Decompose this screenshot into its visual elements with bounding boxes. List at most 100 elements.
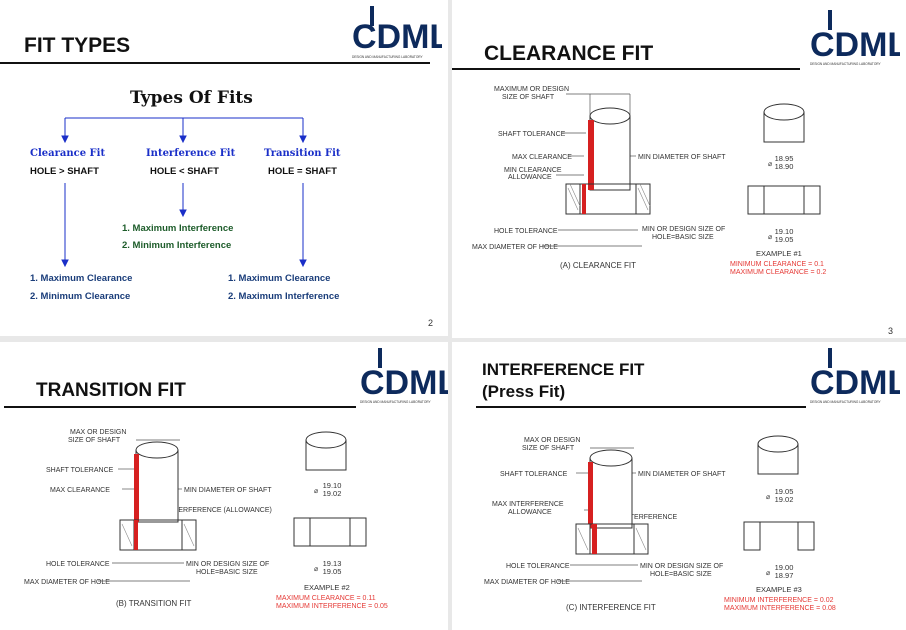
example-label: EXAMPLE #1 — [756, 249, 802, 258]
hole-dim-upper: 19.13 — [323, 559, 342, 568]
label-max-design-2: SIZE OF SHAFT — [522, 445, 575, 452]
label-max-diameter-hole: MAX DIAMETER OF HOLE — [472, 244, 558, 251]
logo-text: CDML — [360, 364, 448, 402]
shaft-dim-upper: 19.05 — [775, 487, 794, 496]
shaft-dim-lower: 19.02 — [775, 495, 794, 504]
title-rule — [452, 68, 800, 70]
logo-caption: DESIGN AND MANUFACTURING LABORATORY — [810, 62, 882, 66]
shaft-dim-upper: 19.10 — [323, 481, 342, 490]
interference-item-1: 1. Maximum Interference — [122, 223, 234, 234]
cdml-logo: CDML DESIGN AND MANUFACTURING LABORATORY — [360, 348, 448, 404]
diameter-symbol: ⌀ — [314, 488, 318, 495]
label-max-interference: MAX INTERFERENCE (ALLOWANCE) — [150, 507, 272, 514]
interference-fit-drawing: MAX OR DESIGN SIZE OF SHAFT SHAFT TOLERA… — [484, 435, 836, 612]
shaft-dim-upper: 18.95 — [775, 154, 794, 163]
slide-title: CLEARANCE FIT — [484, 42, 654, 65]
cdml-logo: CDML DESIGN AND MANUFACTURING LABORATORY — [352, 6, 442, 59]
slide-title: FIT TYPES — [24, 34, 131, 57]
hole-dim-upper: 19.00 — [775, 563, 794, 572]
label-max-diameter-hole: MAX DIAMETER OF HOLE — [24, 579, 110, 586]
fit-name-transition: Transition Fit — [264, 148, 341, 159]
result-max-interference: MAXIMUM INTERFERENCE = 0.08 — [724, 605, 836, 612]
diameter-symbol: ⌀ — [766, 494, 770, 501]
label-max-design-2: SIZE OF SHAFT — [68, 437, 121, 444]
label-max-interference-2: ALLOWANCE — [508, 509, 552, 516]
relation-transition: HOLE = SHAFT — [268, 166, 337, 177]
label-shaft-tolerance: SHAFT TOLERANCE — [500, 471, 568, 478]
relation-interference: HOLE < SHAFT — [150, 166, 219, 177]
hole-dim-upper: 19.10 — [775, 227, 794, 236]
label-max-design-1: MAXIMUM OR DESIGN — [494, 86, 569, 93]
clearance-item-2: 2. Minimum Clearance — [30, 291, 131, 302]
slide-title: TRANSITION FIT — [36, 380, 186, 401]
diameter-symbol: ⌀ — [314, 566, 318, 573]
page-number: 2 — [428, 318, 434, 328]
result-max-interference: MAXIMUM INTERFERENCE = 0.05 — [276, 603, 388, 610]
label-min-design-hole-2: HOLE=BASIC SIZE — [652, 234, 714, 241]
relation-clearance: HOLE > SHAFT — [30, 166, 99, 177]
diameter-symbol: ⌀ — [768, 234, 772, 241]
label-shaft-tolerance: SHAFT TOLERANCE — [46, 467, 114, 474]
slide-interference-fit: INTERFERENCE FIT (Press Fit) CDML DESIGN… — [452, 342, 906, 630]
figure-caption: (C) INTERFERENCE FIT — [566, 603, 656, 612]
diameter-symbol: ⌀ — [766, 570, 770, 577]
label-hole-tolerance: HOLE TOLERANCE — [46, 561, 110, 568]
shaft-dim-lower: 19.02 — [323, 489, 342, 498]
label-min-interference: MIN INTERFERENCE — [608, 514, 678, 521]
label-hole-tolerance: HOLE TOLERANCE — [494, 228, 558, 235]
label-max-interference-1: MAX INTERFERENCE — [492, 501, 564, 508]
transition-item-1: 1. Maximum Clearance — [228, 273, 331, 284]
label-min-design-hole-2: HOLE=BASIC SIZE — [196, 569, 258, 576]
title-rule — [476, 406, 806, 408]
label-min-diameter-shaft: MIN DIAMETER OF SHAFT — [184, 487, 272, 494]
result-max-clearance: MAXIMUM CLEARANCE = 0.11 — [276, 595, 376, 602]
label-max-design-1: MAX OR DESIGN — [524, 437, 580, 444]
logo-caption: DESIGN AND MANUFACTURING LABORATORY — [360, 400, 432, 404]
example-label: EXAMPLE #3 — [756, 585, 802, 594]
page-number: 3 — [888, 326, 894, 336]
fit-tree-connectors — [61, 117, 307, 268]
logo-caption: DESIGN AND MANUFACTURING LABORATORY — [810, 400, 882, 404]
transition-fit-drawing: MAX OR DESIGN SIZE OF SHAFT SHAFT TOLERA… — [24, 429, 388, 610]
diameter-symbol: ⌀ — [768, 161, 772, 168]
cdml-logo: CDML DESIGN AND MANUFACTURING LABORATORY — [810, 348, 900, 404]
clearance-fit-drawing: MAXIMUM OR DESIGN SIZE OF SHAFT SHAFT TO… — [472, 86, 826, 276]
slide-title-line-2: (Press Fit) — [482, 382, 566, 401]
label-min-diameter-shaft: MIN DIAMETER OF SHAFT — [638, 154, 726, 161]
label-min-diameter-shaft: MIN DIAMETER OF SHAFT — [638, 471, 726, 478]
label-min-design-hole-2: HOLE=BASIC SIZE — [650, 571, 712, 578]
label-max-clearance: MAX CLEARANCE — [50, 487, 110, 494]
fit-name-interference: Interference Fit — [146, 148, 236, 159]
transition-item-2: 2. Maximum Interference — [228, 291, 340, 302]
slide-fit-types: FIT TYPES CDML DESIGN AND MANUFACTURING … — [0, 0, 448, 336]
label-max-design-2: SIZE OF SHAFT — [502, 94, 555, 101]
logo-text: CDML — [810, 364, 900, 402]
example-label: EXAMPLE #2 — [304, 583, 350, 592]
title-rule — [4, 406, 356, 408]
figure-caption: (A) CLEARANCE FIT — [560, 261, 636, 270]
logo-caption: DESIGN AND MANUFACTURING LABORATORY — [352, 55, 424, 59]
result-min: MINIMUM CLEARANCE = 0.1 — [730, 261, 824, 268]
label-min-design-hole-1: MIN OR DESIGN SIZE OF — [642, 226, 725, 233]
logo-text: CDML — [352, 18, 442, 56]
shaft-dim-lower: 18.90 — [775, 162, 794, 171]
slide-title-line-1: INTERFERENCE FIT — [482, 360, 645, 379]
cdml-logo: CDML DESIGN AND MANUFACTURING LABORATORY — [810, 10, 900, 66]
label-max-design-1: MAX OR DESIGN — [70, 429, 126, 436]
label-min-clearance-1: MIN CLEARANCE — [504, 167, 562, 174]
result-min-interference: MINIMUM INTERFERENCE = 0.02 — [724, 597, 834, 604]
interference-item-2: 2. Minimum Interference — [122, 240, 232, 251]
result-max: MAXIMUM CLEARANCE = 0.2 — [730, 269, 826, 276]
shaft-tolerance-band — [588, 120, 594, 190]
label-max-diameter-hole: MAX DIAMETER OF HOLE — [484, 579, 570, 586]
label-hole-tolerance: HOLE TOLERANCE — [506, 563, 570, 570]
fit-name-clearance: Clearance Fit — [30, 148, 106, 159]
slide-transition-fit: TRANSITION FIT CDML DESIGN AND MANUFACTU… — [0, 342, 448, 630]
hole-dim-lower: 19.05 — [775, 235, 794, 244]
slide-clearance-fit: CLEARANCE FIT CDML DESIGN AND MANUFACTUR… — [452, 0, 906, 338]
label-min-clearance-2: ALLOWANCE — [508, 174, 552, 181]
label-min-design-hole-1: MIN OR DESIGN SIZE OF — [640, 563, 723, 570]
hole-dim-lower: 19.05 — [323, 567, 342, 576]
label-min-design-hole-1: MIN OR DESIGN SIZE OF — [186, 561, 269, 568]
title-rule — [0, 62, 430, 64]
